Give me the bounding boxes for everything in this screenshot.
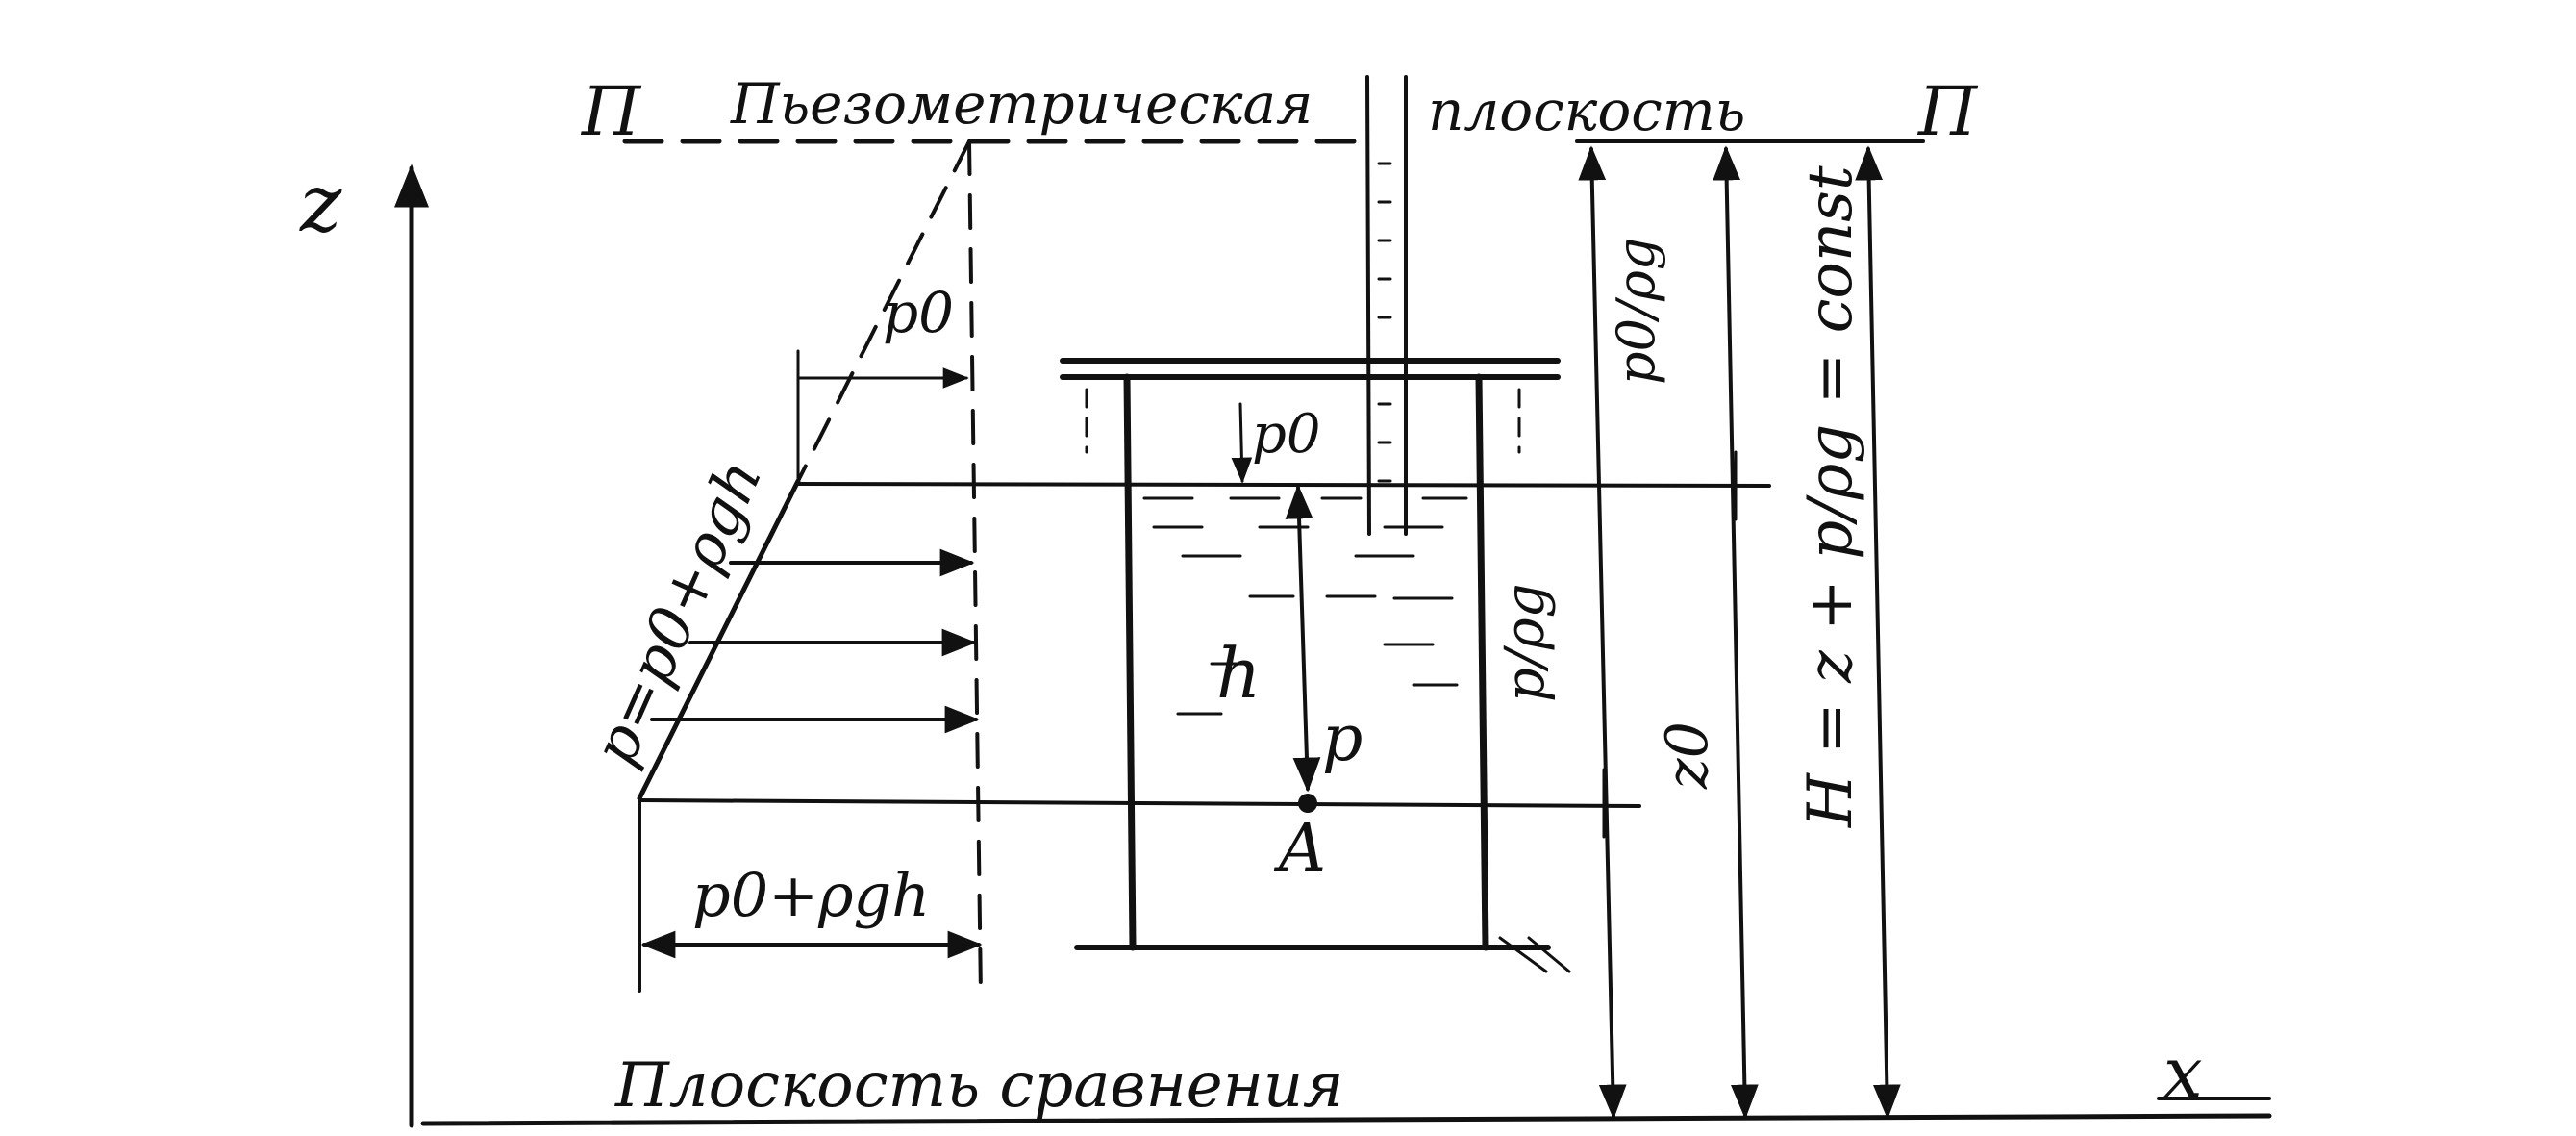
dim-total-head bbox=[1855, 145, 1901, 1120]
p-over-rho-g-label: p/ρg bbox=[1494, 584, 1557, 702]
level-line-a bbox=[638, 798, 1641, 808]
liquid-hatching bbox=[1142, 496, 1468, 716]
comparison-plane-label: Плоскость сравнения bbox=[614, 1050, 1343, 1122]
vessel-left-wall bbox=[1123, 373, 1137, 951]
z-axis-label: z bbox=[299, 159, 342, 250]
p0-top-label: p0 bbox=[883, 280, 954, 345]
point-a-label: A bbox=[1273, 811, 1326, 887]
piezometer-left-wall bbox=[1365, 75, 1371, 536]
dim-z0 bbox=[1713, 145, 1759, 1120]
piezometric-label-word2: плоскость bbox=[1428, 78, 1745, 143]
pressure-extension-dashed bbox=[796, 139, 971, 483]
pressure-sloped-edge bbox=[637, 478, 801, 801]
p0-inner-arrow bbox=[1231, 402, 1253, 484]
pressure-p-label: p bbox=[1322, 701, 1363, 775]
bottom-pressure-label: p0+ρgh bbox=[692, 860, 930, 930]
plane-label-right: П bbox=[1916, 72, 1979, 151]
bottom-hatch-1 bbox=[1498, 936, 1548, 973]
piezometric-label-word1: Пьезометрическая bbox=[730, 71, 1313, 137]
pressure-reference-line bbox=[967, 139, 983, 997]
plane-label-left: П bbox=[580, 72, 642, 151]
p0-over-rho-g-label: p0/ρg bbox=[1606, 238, 1666, 385]
p0-inner-label: p0 bbox=[1252, 403, 1320, 466]
depth-h-dimension bbox=[1285, 484, 1321, 793]
x-axis-label: x bbox=[2163, 1032, 2203, 1113]
dim-p0-over-rho-g-and-z bbox=[1578, 145, 1627, 1120]
vessel-right-wall bbox=[1475, 373, 1489, 951]
z0-label: z0 bbox=[1654, 721, 1721, 790]
comparison-plane-line bbox=[420, 1113, 2272, 1126]
piezometer-liquid-marks bbox=[1377, 162, 1392, 483]
depth-h-label: h bbox=[1216, 633, 1261, 714]
free-surface-line bbox=[796, 482, 1771, 488]
bottom-hatch-2 bbox=[1527, 936, 1571, 973]
total-head-label: H = z + p/ρg = const bbox=[1795, 165, 1866, 828]
point-a-dot bbox=[1298, 794, 1317, 813]
